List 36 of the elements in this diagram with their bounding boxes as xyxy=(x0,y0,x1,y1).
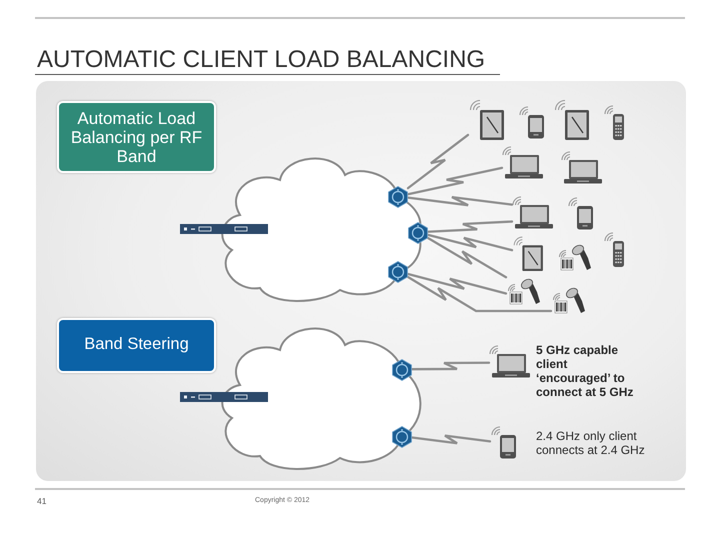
access-point-icon xyxy=(392,426,412,448)
lightning-bolt xyxy=(406,134,470,190)
access-point-icon xyxy=(388,261,408,283)
barcode-scanner-icon xyxy=(551,285,586,315)
lightning-bolt xyxy=(406,276,552,312)
smartphone-icon xyxy=(567,196,594,230)
tablet-icon xyxy=(512,235,543,271)
smartphone-icon xyxy=(490,425,517,459)
laptop-icon xyxy=(502,145,544,179)
laptop-icon xyxy=(489,344,531,378)
banner-text: Automatic Load Balancing per RF Band xyxy=(70,108,204,166)
access-point-icon xyxy=(392,359,412,381)
laptop-icon xyxy=(561,150,603,184)
client-note: 2.4 GHz only client connects at 2.4 GHz xyxy=(536,429,646,457)
laptop-icon xyxy=(512,195,554,229)
lightning-bolt xyxy=(406,272,508,295)
feature-banner xyxy=(57,101,216,173)
banner-text: Band Steering xyxy=(83,335,190,354)
lightning-bolt xyxy=(406,196,514,206)
lightning-bolt xyxy=(410,362,490,370)
tablet-icon xyxy=(468,98,504,140)
tablet-icon xyxy=(553,98,589,140)
smartphone-icon xyxy=(518,105,545,139)
slide-title: AUTOMATIC CLIENT LOAD BALANCING xyxy=(37,46,486,74)
lightning-bolt xyxy=(426,236,508,278)
client-note: 5 GHz capable client ‘encouraged’ to connect at 5 GHz xyxy=(536,343,634,399)
feature-banner xyxy=(57,318,216,373)
page-number: 41 xyxy=(37,496,46,506)
barcode-scanner-icon xyxy=(506,276,541,306)
access-point-icon xyxy=(408,222,428,244)
lightning-bolt xyxy=(406,166,504,196)
access-point-icon xyxy=(388,186,408,208)
lightning-bolt xyxy=(426,220,514,233)
lightning-bolt xyxy=(426,234,514,252)
lightning-bolt xyxy=(410,434,492,444)
barcode-scanner-icon xyxy=(557,242,592,272)
